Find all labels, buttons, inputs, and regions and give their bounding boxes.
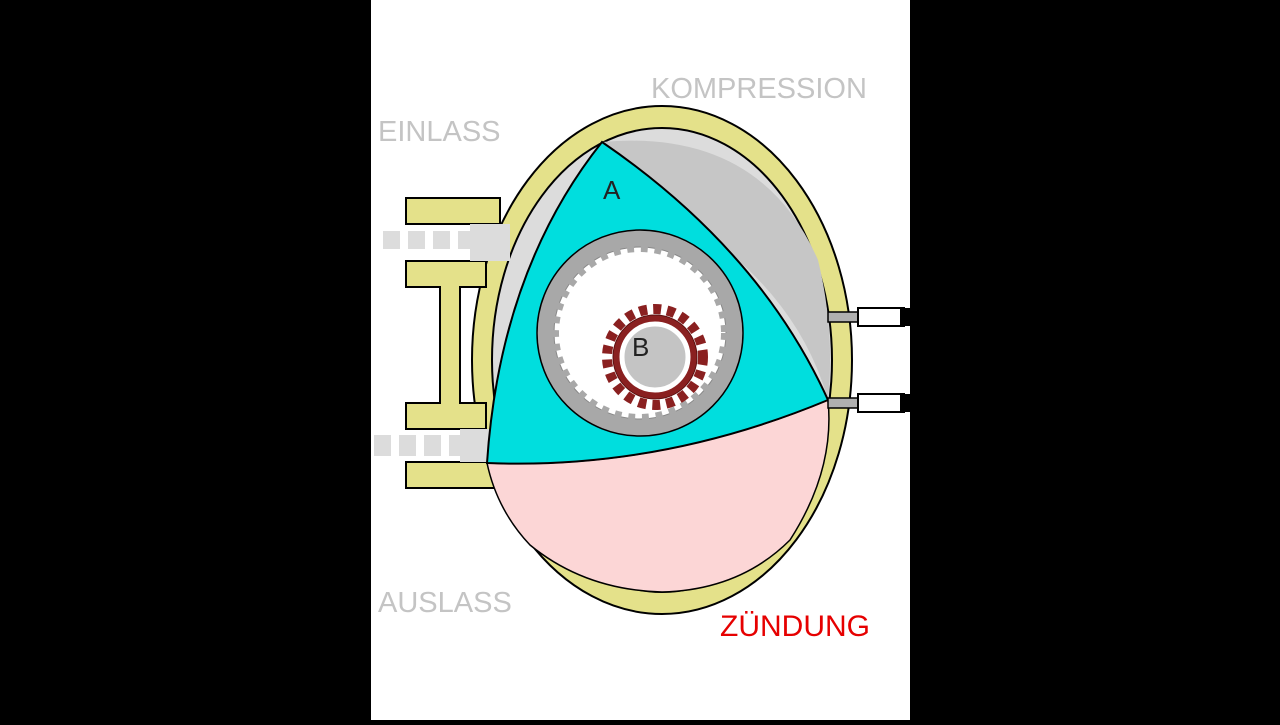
label-compression: KOMPRESSION <box>651 73 867 105</box>
shaft-point-label: B <box>632 332 649 362</box>
spark-plug-upper <box>827 307 910 327</box>
spark-plug-lower <box>827 393 910 413</box>
label-intake: EINLASS <box>378 116 501 148</box>
pinion-gear-teeth <box>602 304 708 410</box>
intake-port-opening <box>470 224 510 261</box>
rotor-point-label: A <box>603 175 621 205</box>
compression-chamber <box>602 140 831 400</box>
intake-port-upper-wall <box>405 197 501 225</box>
exhaust-flow-indicator <box>374 435 466 456</box>
eccentric-shaft <box>619 321 691 393</box>
ring-gear-teeth <box>549 242 731 424</box>
label-ignition: ZÜNDUNG <box>720 610 870 643</box>
label-exhaust: AUSLASS <box>378 587 512 619</box>
exhaust-port-lower-wall <box>405 461 501 489</box>
intake-flow-indicator <box>383 231 475 249</box>
